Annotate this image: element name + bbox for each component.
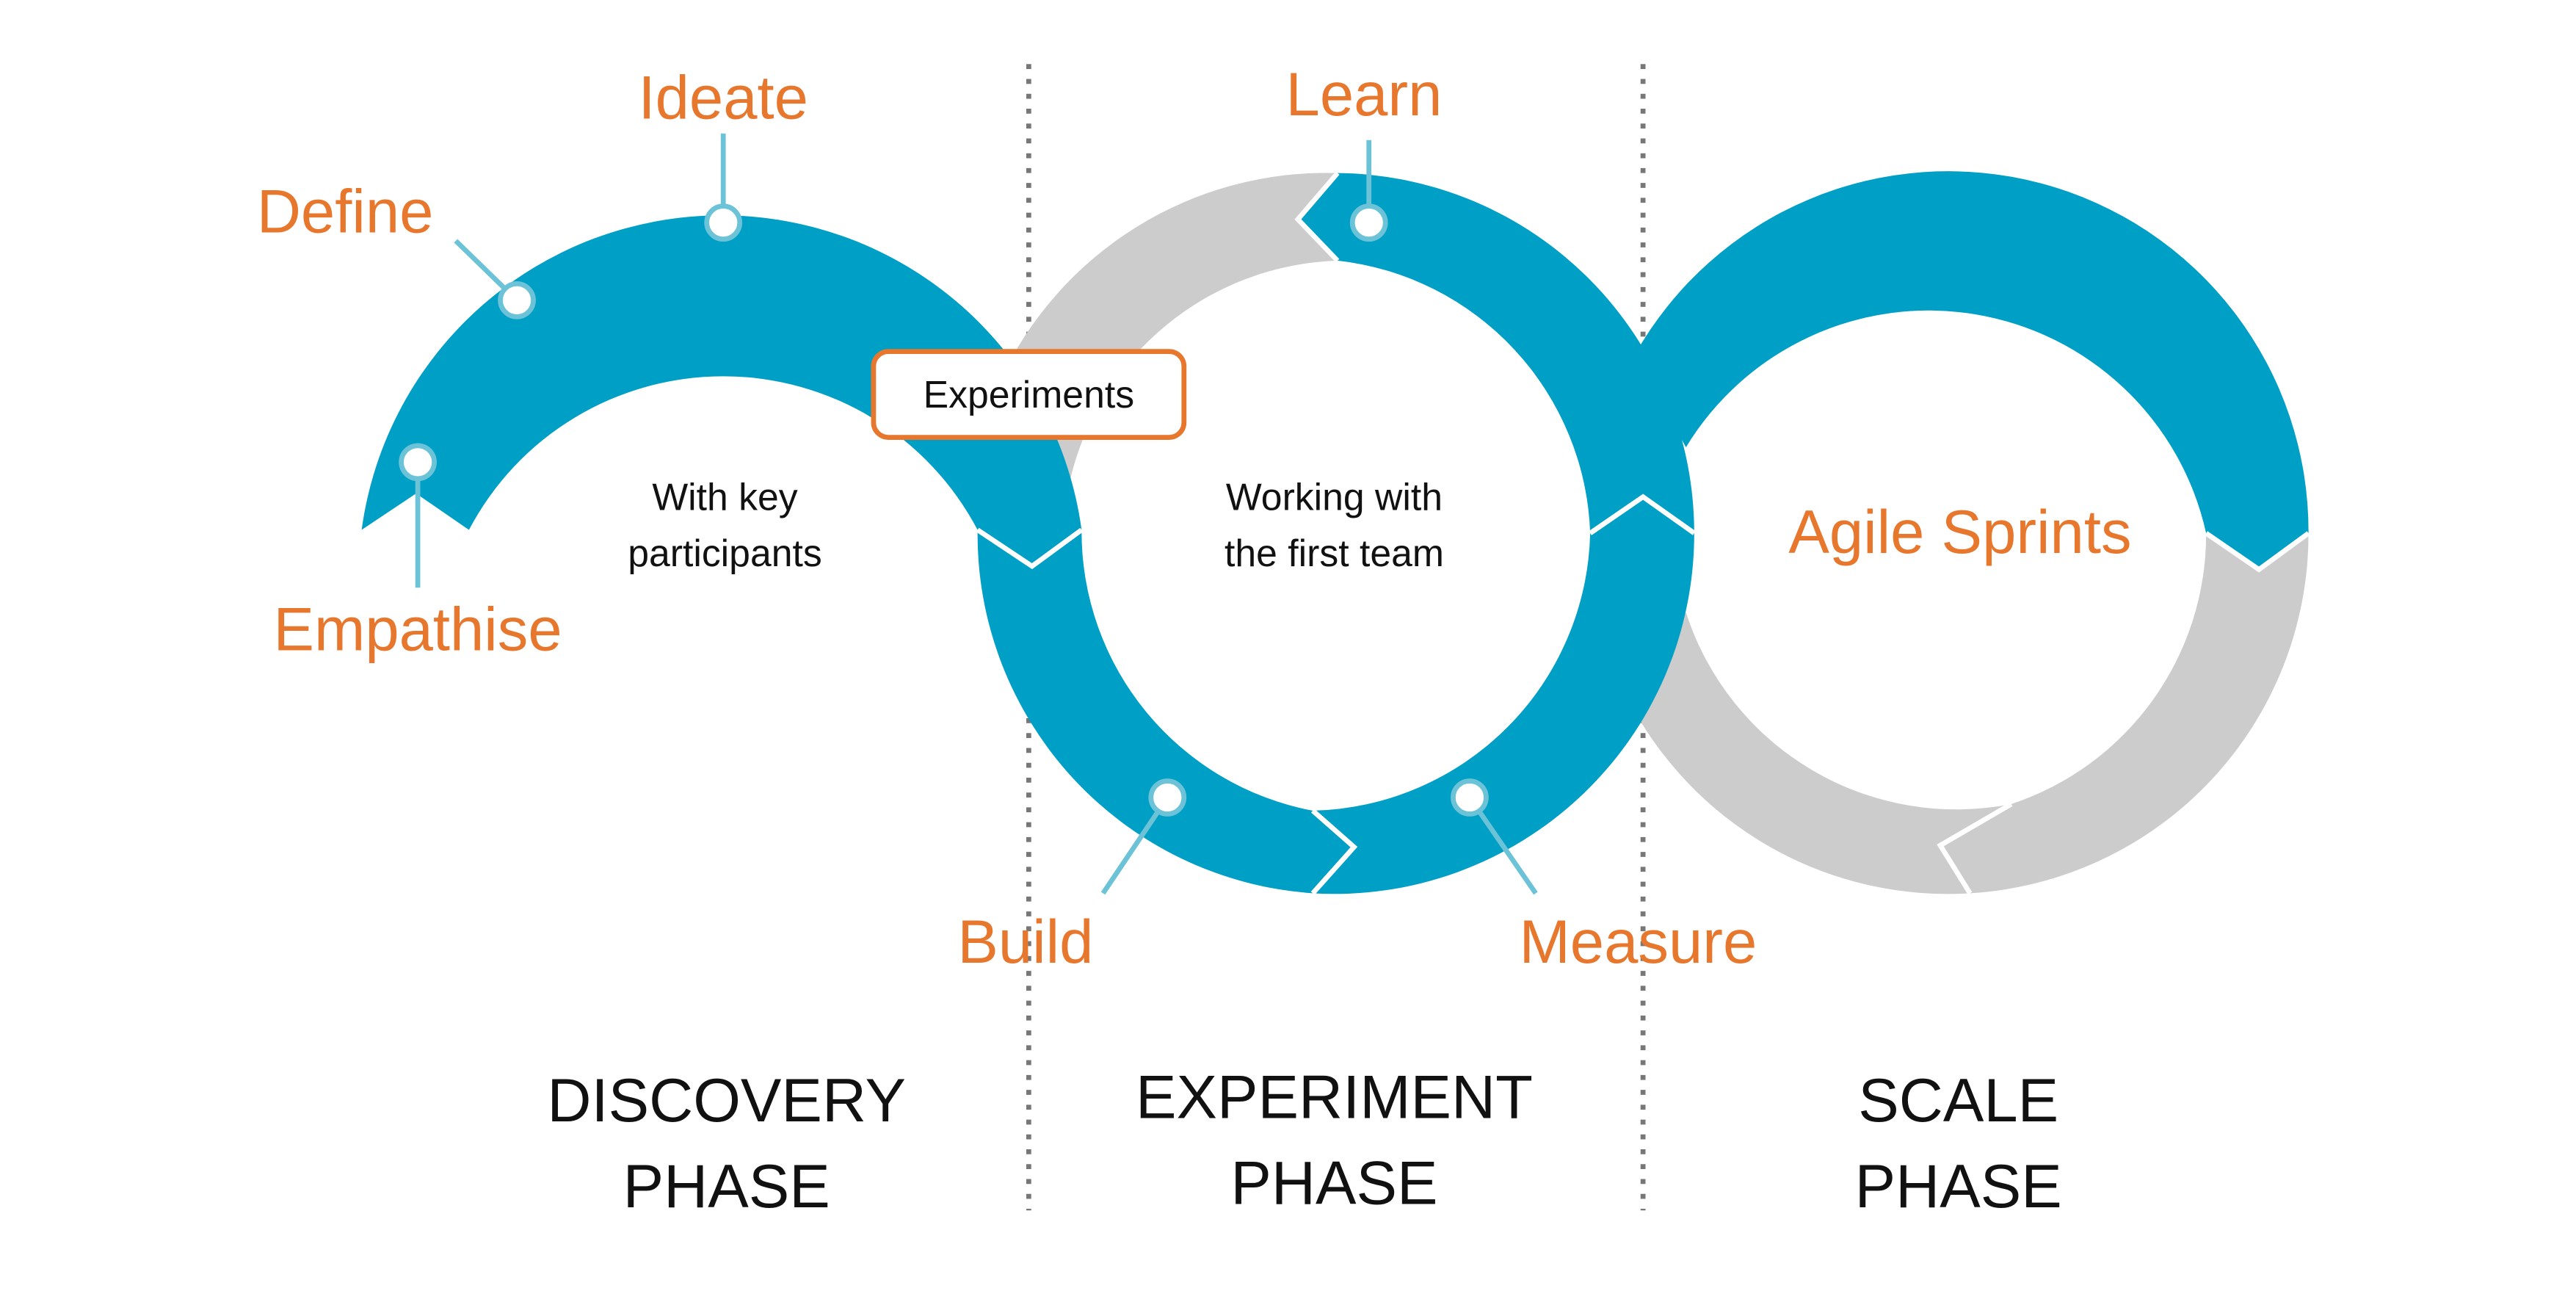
define-marker-dot [498, 281, 536, 319]
notch-learn-separator [1294, 171, 1340, 263]
scale-title-agile-sprints: Agile Sprints [1788, 498, 2131, 566]
experiments-callout-box [871, 349, 1187, 440]
build-marker-dot [1148, 778, 1187, 817]
experiment-note-line2: the first team [1224, 532, 1444, 574]
ideate-marker-dot [704, 203, 743, 242]
experiments-callout-label: Experiments [924, 373, 1134, 416]
learn-arc [1297, 173, 1694, 534]
phase-title-experiment-line2: PHASE [1230, 1149, 1437, 1217]
build-arc [977, 529, 1354, 894]
step-label-learn: Learn [1286, 60, 1443, 129]
notch-scale-separator [2205, 531, 2310, 573]
measure-marker-dot [1451, 778, 1489, 817]
scale-ring-gray-segment-right [1940, 533, 2309, 894]
measure-leader-line [1467, 796, 1538, 895]
experiment-note-line1: Working with [1226, 476, 1443, 518]
step-label-define: Define [257, 178, 434, 246]
discovery-arc [361, 215, 1082, 567]
step-label-measure: Measure [1519, 908, 1757, 976]
learn-marker-dot [1349, 203, 1388, 242]
phase-title-experiment-line1: EXPERIMENT [1136, 1063, 1533, 1131]
notch-measure-separator [1589, 493, 1696, 535]
scale-ring-gray-segment [1634, 612, 2011, 894]
step-label-build: Build [957, 908, 1093, 976]
phase-title-discovery-line2: PHASE [623, 1152, 830, 1221]
phase-title-discovery-line1: DISCOVERY [547, 1066, 906, 1135]
notch-scale-bottom-separator [1937, 802, 2013, 895]
discovery-note-line2: participants [628, 532, 821, 574]
phase-title-scale-line1: SCALE [1858, 1066, 2058, 1135]
measure-arc [1313, 496, 1694, 894]
build-leader-line [1100, 796, 1170, 895]
empathise-marker-dot [399, 443, 437, 482]
notch-bottom-separator [1310, 809, 1358, 895]
discovery-note-line1: With key [652, 476, 797, 518]
step-label-ideate: Ideate [639, 63, 808, 131]
phase-title-scale-line2: PHASE [1855, 1152, 2062, 1221]
agile-sprints-arc [1634, 171, 2309, 570]
notch-build-separator [976, 527, 1084, 570]
step-label-empathise: Empathise [273, 596, 562, 664]
